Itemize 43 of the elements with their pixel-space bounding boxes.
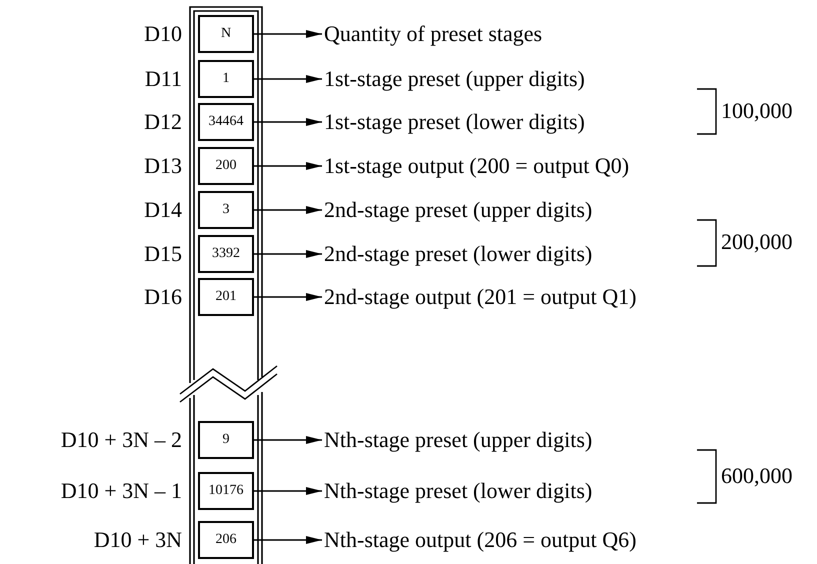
total-value: 100,000 xyxy=(721,96,792,124)
register-address: D14 xyxy=(144,196,182,224)
description-text: 1st-stage output (200 = output Q0) xyxy=(324,152,630,180)
arrow xyxy=(254,536,322,544)
register-address: D12 xyxy=(144,108,182,136)
register-value-box: 10176 xyxy=(198,472,254,510)
register-value-box: N xyxy=(198,15,254,53)
register-address: D10 xyxy=(144,20,182,48)
description-text: 1st-stage preset (upper digits) xyxy=(324,65,585,93)
register-address: D15 xyxy=(144,240,182,268)
description-text: Quantity of preset stages xyxy=(324,20,542,48)
description-text: Nth-stage preset (upper digits) xyxy=(324,426,592,454)
arrow xyxy=(254,30,322,38)
register-address: D11 xyxy=(144,65,182,93)
register-address: D13 xyxy=(144,152,182,180)
arrow xyxy=(254,436,322,444)
total-value: 600,000 xyxy=(721,462,792,490)
register-address: D10 + 3N – 2 xyxy=(60,426,182,454)
total-value: 200,000 xyxy=(721,228,792,256)
register-value-box: 3 xyxy=(198,191,254,229)
register-value-box: 34464 xyxy=(198,103,254,141)
description-text: 1st-stage preset (lower digits) xyxy=(324,108,585,136)
register-address: D10 + 3N – 1 xyxy=(60,477,182,505)
register-address: D10 + 3N xyxy=(94,526,182,554)
arrow xyxy=(254,75,322,83)
arrow xyxy=(254,206,322,214)
register-value-box: 200 xyxy=(198,147,254,185)
arrow xyxy=(254,250,322,258)
register-address: D16 xyxy=(144,283,182,311)
arrow xyxy=(254,487,322,495)
description-text: Nth-stage output (206 = output Q6) xyxy=(324,526,636,554)
arrow xyxy=(254,162,322,170)
register-value-box: 201 xyxy=(198,278,254,316)
arrow xyxy=(254,118,322,126)
register-value-box: 206 xyxy=(198,521,254,559)
register-value-box: 3392 xyxy=(198,235,254,273)
arrow xyxy=(254,293,322,301)
description-text: Nth-stage preset (lower digits) xyxy=(324,477,592,505)
description-text: 2nd-stage preset (lower digits) xyxy=(324,240,592,268)
register-value-box: 1 xyxy=(198,60,254,98)
register-value-box: 9 xyxy=(198,421,254,459)
description-text: 2nd-stage output (201 = output Q1) xyxy=(324,283,636,311)
description-text: 2nd-stage preset (upper digits) xyxy=(324,196,592,224)
